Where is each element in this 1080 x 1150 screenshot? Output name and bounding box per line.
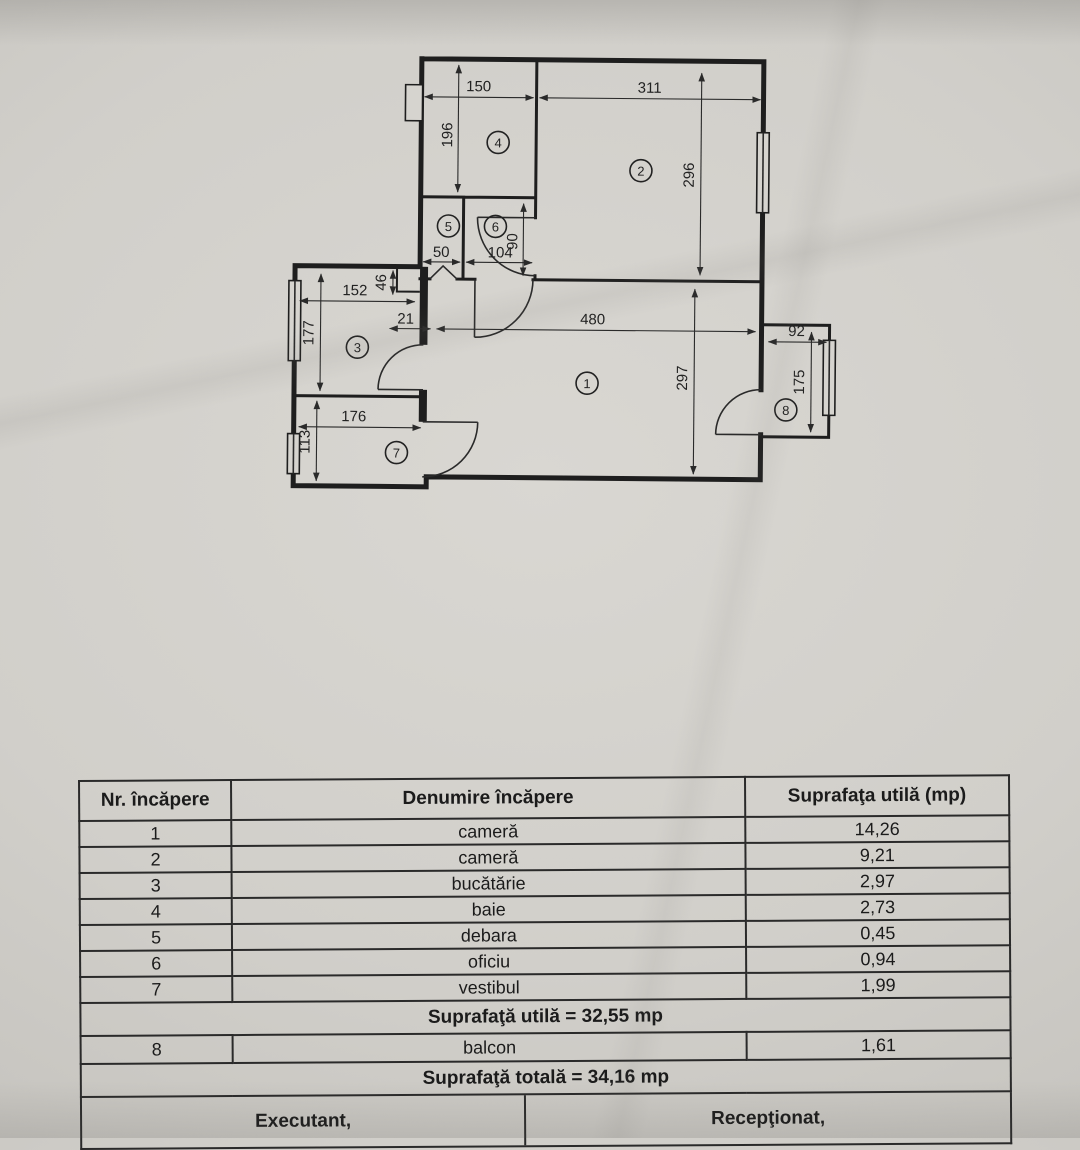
room-number-4: 4 xyxy=(487,131,509,153)
dimension-label: 152 xyxy=(342,282,367,299)
svg-text:3: 3 xyxy=(354,340,361,355)
cell-nr: 2 xyxy=(79,846,231,873)
dimension-90: 90 xyxy=(504,203,524,275)
dimension-label: 196 xyxy=(439,122,456,147)
room-number-8: 8 xyxy=(775,399,797,421)
door-vestibule xyxy=(422,422,477,477)
dimension-label: 150 xyxy=(466,78,491,95)
svg-text:1: 1 xyxy=(583,376,590,391)
dimension-480: 480 xyxy=(437,310,756,332)
dimension-label: 50 xyxy=(433,244,450,261)
svg-text:5: 5 xyxy=(445,219,452,234)
dimension-label: 297 xyxy=(674,365,691,390)
total-row: Suprafaţă totală = 34,16 mp xyxy=(81,1058,1011,1097)
dimension-296: 296 xyxy=(680,73,702,275)
room-number-3: 3 xyxy=(346,336,368,358)
total-label: Suprafaţă totală = 34,16 mp xyxy=(81,1058,1011,1097)
receptionat-label: Recepţionat, xyxy=(526,1092,1010,1145)
table-header-row: Nr. încăpere Denumire încăpere Suprafaţa… xyxy=(79,775,1009,821)
cell-area: 1,99 xyxy=(746,971,1010,999)
dimension-label: 113 xyxy=(296,430,313,454)
cell-nr: 6 xyxy=(80,950,232,977)
room-number-6: 6 xyxy=(484,215,506,237)
svg-text:7: 7 xyxy=(393,446,400,461)
cell-name: bucătărie xyxy=(232,869,746,898)
outer-walls xyxy=(293,58,832,491)
cell-area: 14,26 xyxy=(745,815,1009,843)
dimension-label: 480 xyxy=(580,311,605,328)
door-kitchen xyxy=(378,344,423,389)
cell-nr: 5 xyxy=(80,924,232,951)
cell-name: baie xyxy=(232,895,746,924)
cell-name: oficiu xyxy=(232,947,746,976)
entry-niche-wall xyxy=(397,267,420,292)
interior-walls xyxy=(294,58,764,425)
cell-area: 9,21 xyxy=(745,841,1009,869)
dimension-297: 297 xyxy=(673,289,695,474)
executant-label: Executant, xyxy=(82,1095,526,1148)
header-room-name: Denumire încăpere xyxy=(231,777,745,820)
dimension-150: 150 xyxy=(425,78,534,98)
cell-nr: 8 xyxy=(81,1035,233,1064)
dimension-label: 311 xyxy=(638,80,662,97)
cell-name: cameră xyxy=(232,843,746,872)
header-room-area: Suprafaţa utilă (mp) xyxy=(745,775,1010,817)
dimension-50: 50 xyxy=(423,244,460,262)
cell-nr: 3 xyxy=(80,872,232,899)
dimension-104: 104 xyxy=(466,244,532,263)
area-table: Nr. încăpere Denumire încăpere Suprafaţa… xyxy=(78,774,1012,1150)
cell-area: 0,94 xyxy=(746,945,1010,973)
cell-name: balcon xyxy=(233,1032,747,1063)
dimension-label: 176 xyxy=(341,408,366,425)
cell-area: 2,73 xyxy=(745,893,1009,921)
dimension-label: 177 xyxy=(300,320,317,345)
room-number-5: 5 xyxy=(437,215,459,237)
svg-text:2: 2 xyxy=(637,164,644,179)
room-number-7: 7 xyxy=(385,441,407,463)
dimension-label: 175 xyxy=(791,369,808,394)
svg-text:4: 4 xyxy=(494,135,501,150)
cell-area: 1,61 xyxy=(746,1030,1010,1060)
dimension-46: 46 xyxy=(373,270,393,294)
floor-plan: 150 311 196 296 90 50 xyxy=(283,44,843,511)
floor-plan-svg: 150 311 196 296 90 50 xyxy=(283,44,843,511)
cell-name: debara xyxy=(232,921,746,950)
door-closet xyxy=(430,266,457,279)
dimension-177: 177 xyxy=(300,274,321,391)
dimension-label: 92 xyxy=(788,323,805,340)
dimension-label: 21 xyxy=(397,311,414,328)
dimension-196: 196 xyxy=(439,65,459,192)
dimension-label: 46 xyxy=(373,274,390,291)
dimension-311: 311 xyxy=(540,79,761,100)
cell-name: vestibul xyxy=(232,973,746,1002)
shaft-box xyxy=(405,85,422,121)
signature-row: Executant, Recepţionat, xyxy=(80,1092,1012,1150)
cell-nr: 1 xyxy=(79,820,231,847)
room-number-1: 1 xyxy=(576,372,598,394)
cell-nr: 4 xyxy=(80,898,232,925)
svg-text:8: 8 xyxy=(782,403,789,418)
svg-text:6: 6 xyxy=(492,219,499,234)
room-number-2: 2 xyxy=(630,160,652,182)
cell-nr: 7 xyxy=(80,976,232,1003)
dimension-label: 296 xyxy=(681,163,698,188)
cell-area: 0,45 xyxy=(746,919,1010,947)
room-area-table: Nr. încăpere Denumire încăpere Suprafaţa… xyxy=(78,774,1012,1098)
dimension-label: 104 xyxy=(488,244,513,261)
door-balcony xyxy=(716,389,761,434)
cell-name: cameră xyxy=(231,817,745,846)
cell-area: 2,97 xyxy=(745,867,1009,895)
header-room-number: Nr. încăpere xyxy=(79,780,231,821)
